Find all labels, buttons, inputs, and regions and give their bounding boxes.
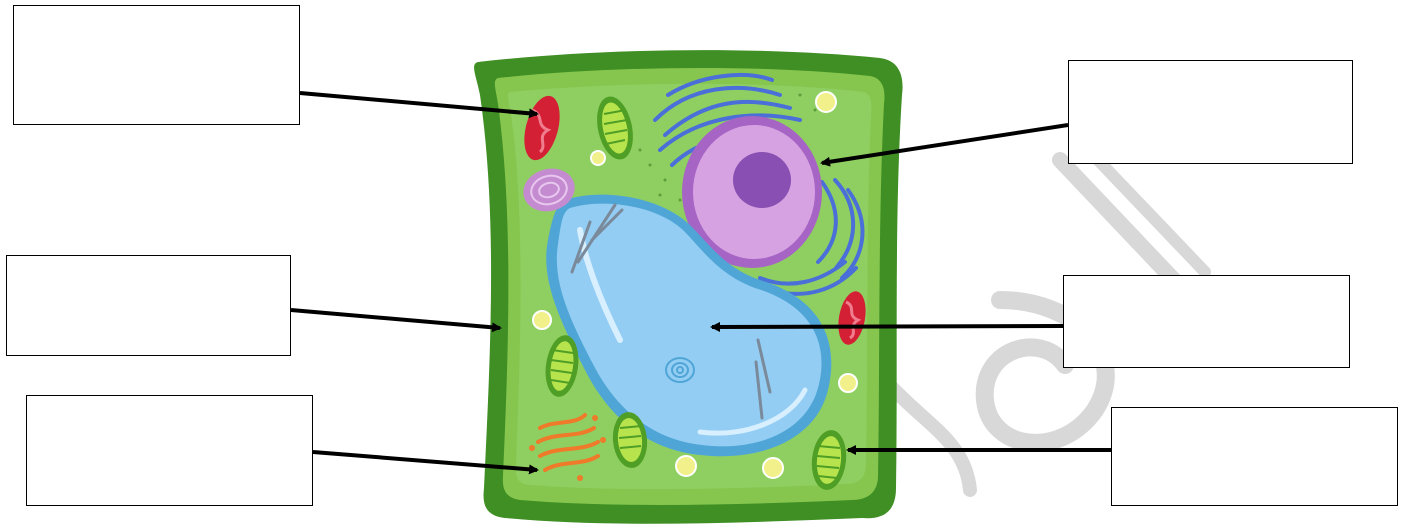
arrow-to-vacuole — [712, 326, 1063, 327]
label-box-golgi[interactable] — [26, 395, 313, 506]
arrow-to-cell-wall — [291, 310, 500, 328]
label-box-vacuole[interactable] — [1063, 275, 1350, 368]
label-box-nucleus[interactable] — [1068, 60, 1353, 164]
label-box-chloroplast[interactable] — [1111, 407, 1398, 506]
label-box-cell-wall[interactable] — [6, 255, 291, 356]
label-box-mitochondrion[interactable] — [13, 5, 300, 125]
nucleolus — [733, 152, 791, 208]
